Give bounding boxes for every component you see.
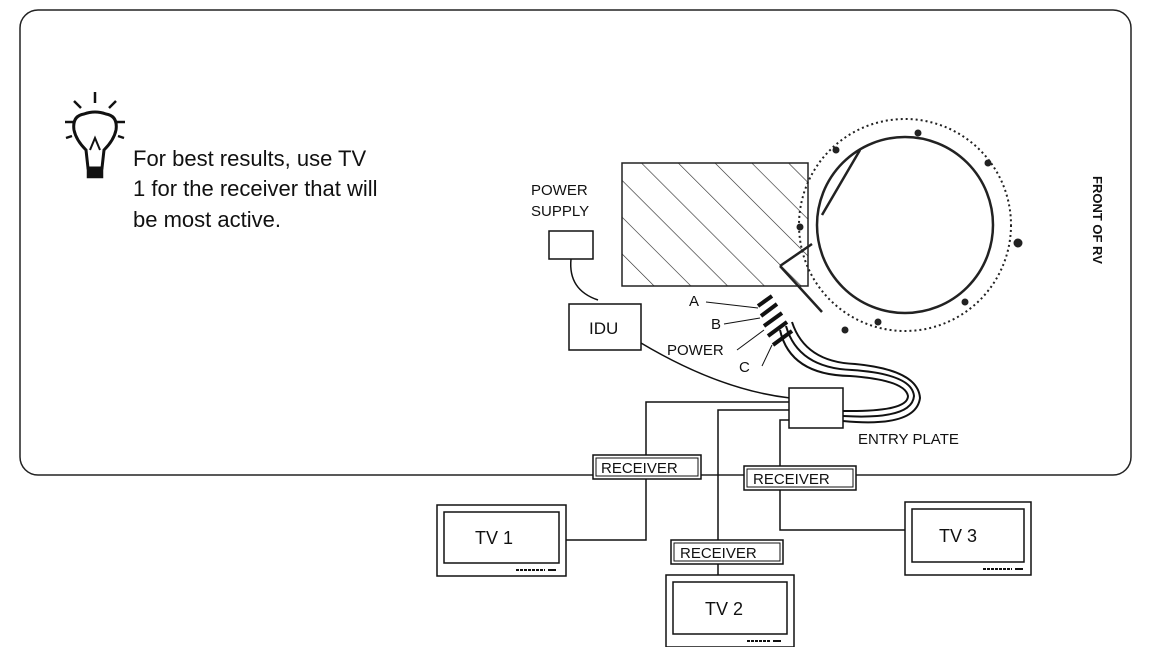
satellite-dish-icon <box>779 118 1023 334</box>
tip-line-2: 1 for the receiver that will <box>133 176 378 201</box>
cable-pointer-lines <box>705 301 773 367</box>
cable-a-label: A <box>689 293 699 310</box>
idu-box <box>568 303 642 351</box>
tip-line-3: be most active. <box>133 207 281 232</box>
tv-1: TV 1 <box>436 504 567 577</box>
power-supply-label: POWER <box>531 182 588 199</box>
tv-1-label: TV 1 <box>475 528 513 548</box>
receiver-1: RECEIVER <box>592 454 702 480</box>
receiver-2-label: RECEIVER <box>680 545 757 562</box>
receiver-1-label: RECEIVER <box>601 460 678 477</box>
cable-bundle <box>756 294 794 347</box>
power-supply-label-2: SUPPLY <box>531 203 589 220</box>
cable-b-label: B <box>711 316 721 333</box>
rv-outline <box>19 9 1132 476</box>
dish-to-entry-cables <box>779 321 922 424</box>
receiver-wires <box>566 401 905 575</box>
tv-2-label: TV 2 <box>705 599 743 619</box>
power-supply-box <box>548 230 594 260</box>
tv-3: TV 3 <box>904 501 1032 576</box>
receiver-2: RECEIVER <box>670 539 784 565</box>
receiver-3: RECEIVER <box>743 465 857 491</box>
hatched-area <box>621 162 809 287</box>
cable-c-label: C <box>739 359 750 376</box>
idu-to-entry-wire <box>640 342 791 399</box>
lightbulb-icon <box>65 92 125 179</box>
idu-label: IDU <box>589 319 618 338</box>
tip-line-1: For best results, use TV <box>133 146 366 171</box>
entry-plate <box>788 387 844 429</box>
front-of-rv-label: FRONT OF RV <box>1090 176 1105 264</box>
cable-power-label: POWER <box>667 342 724 359</box>
receiver-3-label: RECEIVER <box>753 471 830 488</box>
tv-2: TV 2 <box>665 574 795 648</box>
entry-plate-label: ENTRY PLATE <box>858 431 959 448</box>
tv-3-label: TV 3 <box>939 526 977 546</box>
power-supply-wire <box>570 258 599 301</box>
